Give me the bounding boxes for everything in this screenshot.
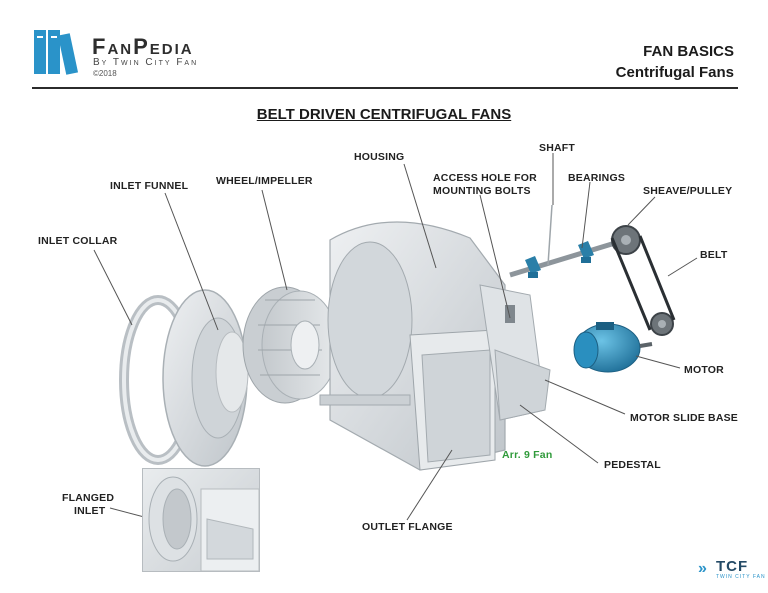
label-inlet-collar: INLET COLLAR bbox=[38, 235, 118, 247]
leader-lines bbox=[93, 153, 698, 521]
brand-tagline: By Twin City Fan bbox=[93, 57, 199, 68]
label-belt: BELT bbox=[700, 249, 728, 261]
label-access-hole-2: MOUNTING BOLTS bbox=[433, 185, 531, 197]
label-arrangement: Arr. 9 Fan bbox=[502, 449, 553, 461]
brand-name: FanPedia bbox=[92, 34, 194, 59]
label-pedestal: PEDESTAL bbox=[604, 459, 661, 471]
label-inlet-funnel: INLET FUNNEL bbox=[110, 180, 189, 192]
label-sheave-pulley: SHEAVE/PULLEY bbox=[643, 185, 733, 197]
header-divider bbox=[32, 87, 738, 89]
tcf-chevron-icon: » bbox=[698, 560, 707, 577]
label-bearings: BEARINGS bbox=[568, 172, 626, 184]
diagram-title: BELT DRIVEN CENTRIFUGAL FANS bbox=[256, 106, 512, 123]
label-housing: HOUSING bbox=[354, 151, 405, 163]
label-motor: MOTOR bbox=[684, 364, 724, 376]
fan-housing bbox=[319, 221, 506, 471]
pedestal bbox=[479, 284, 551, 421]
label-flanged-inlet-2: INLET bbox=[74, 505, 106, 517]
inlet-funnel bbox=[162, 289, 249, 467]
flanged-inlet-drawing bbox=[148, 476, 259, 571]
label-outlet-flange: OUTLET FLANGE bbox=[362, 521, 453, 533]
sheave-belt bbox=[610, 225, 676, 336]
label-flanged-inlet-1: FLANGED bbox=[62, 492, 115, 504]
wheel-impeller bbox=[242, 286, 339, 404]
flanged-inlet-photo bbox=[142, 468, 260, 572]
header-line-2: Centrifugal Fans bbox=[615, 64, 734, 81]
tcf-logo: TCF bbox=[716, 558, 749, 575]
label-motor-slide-base: MOTOR SLIDE BASE bbox=[630, 412, 739, 424]
brand-copyright: ©2018 bbox=[93, 69, 117, 78]
header-title: FAN BASICS Centrifugal Fans bbox=[616, 41, 734, 83]
label-wheel-impeller: WHEEL/IMPELLER bbox=[216, 175, 313, 187]
motor bbox=[573, 322, 653, 373]
header-line-1: FAN BASICS bbox=[643, 43, 734, 60]
shaft-assembly bbox=[509, 204, 626, 278]
label-access-hole-1: ACCESS HOLE FOR bbox=[433, 172, 537, 184]
tcf-logo-sub: TWIN CITY FAN bbox=[716, 574, 766, 580]
label-shaft: SHAFT bbox=[539, 142, 575, 154]
fanpedia-books-icon bbox=[34, 30, 79, 75]
